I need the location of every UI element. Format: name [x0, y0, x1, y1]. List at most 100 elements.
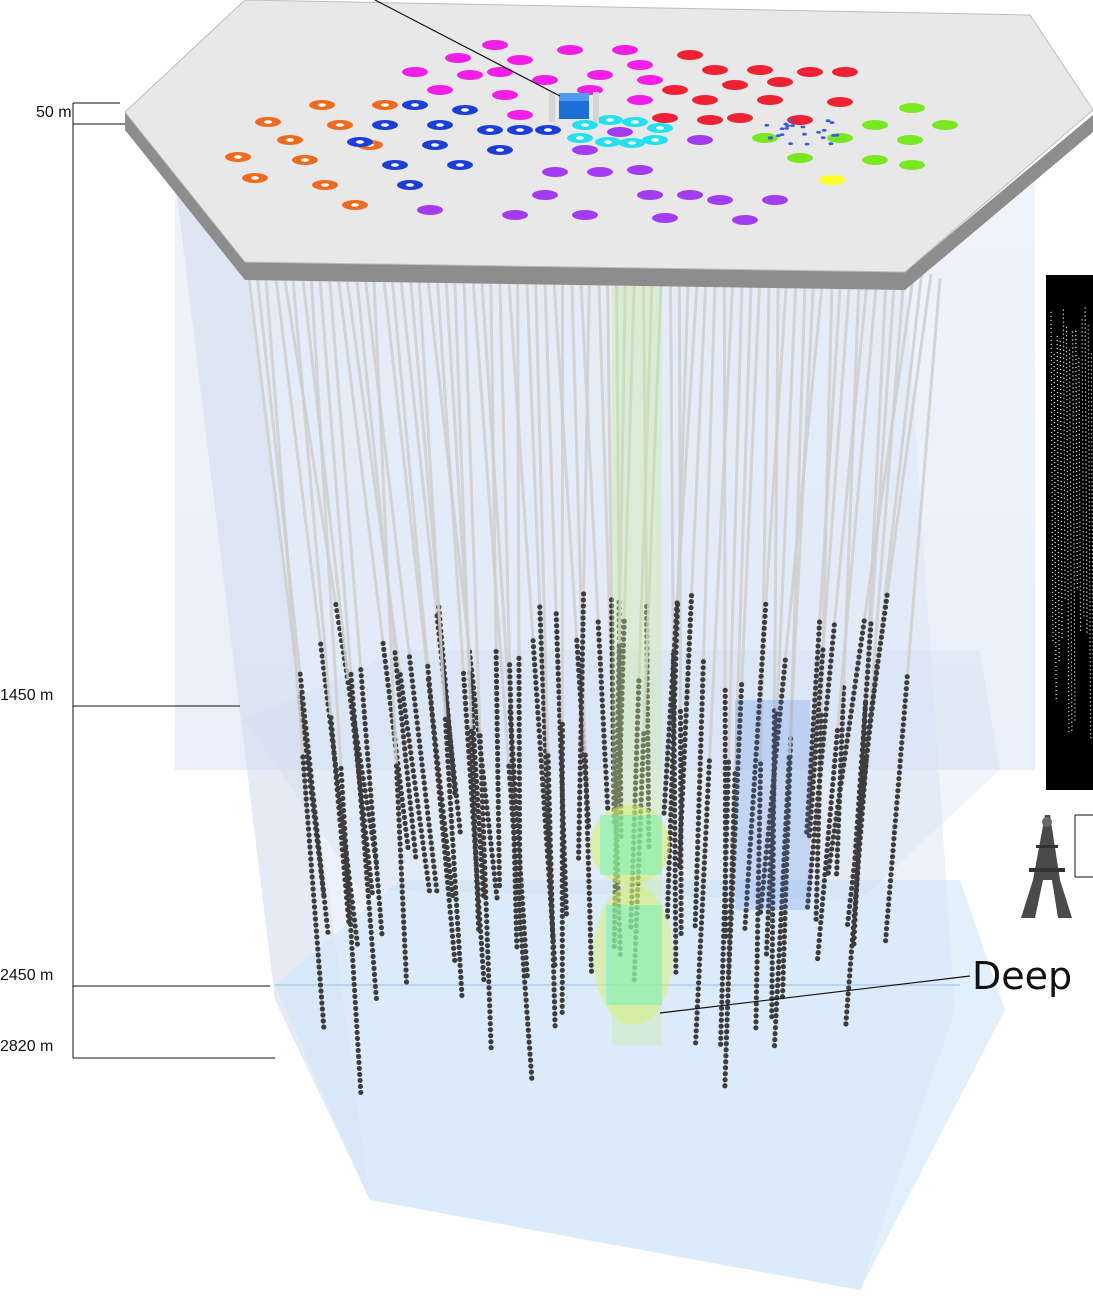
optical-sensor — [516, 667, 522, 673]
optical-sensor — [587, 926, 593, 932]
inset-sensor-dot — [1072, 407, 1074, 409]
inset-sensor-dot — [1053, 425, 1056, 428]
inset-sensor-dot — [1073, 555, 1075, 557]
inset-sensor-dot — [1055, 681, 1057, 684]
inset-sensor-dot — [1076, 486, 1078, 489]
optical-sensor — [408, 812, 415, 818]
optical-sensor — [551, 981, 557, 987]
optical-sensor — [699, 902, 706, 908]
optical-sensor — [305, 743, 311, 749]
inset-sensor-dot — [1089, 569, 1091, 571]
optical-sensor — [417, 822, 424, 828]
optical-sensor — [334, 787, 340, 793]
optical-sensor — [727, 939, 733, 946]
optical-sensor — [308, 773, 314, 779]
inset-sensor-dot — [1072, 379, 1074, 381]
optical-sensor — [731, 855, 737, 862]
optical-sensor — [357, 785, 363, 792]
optical-sensor — [718, 1017, 724, 1023]
inset-sensor-dot — [1090, 737, 1092, 739]
optical-sensor — [722, 747, 728, 753]
optical-sensor — [602, 751, 608, 757]
optical-sensor — [445, 879, 451, 885]
inset-sensor-dot — [1067, 559, 1069, 561]
optical-sensor — [808, 868, 814, 874]
optical-sensor — [767, 861, 774, 867]
inset-sensor-dot — [1051, 491, 1053, 494]
optical-sensor — [810, 779, 816, 785]
optical-sensor — [472, 836, 478, 842]
inset-sensor-dot — [1061, 632, 1063, 635]
inset-sensor-dot — [1067, 595, 1069, 597]
inset-sensor-dot — [1060, 412, 1062, 415]
optical-sensor — [377, 913, 384, 919]
inset-sensor-dot — [1075, 370, 1077, 373]
surface-tank — [532, 190, 558, 200]
optical-sensor — [449, 933, 456, 939]
inset-sensor-dot — [1090, 373, 1093, 375]
optical-sensor — [579, 669, 585, 675]
inset-sensor-dot — [1083, 603, 1085, 605]
optical-sensor — [720, 945, 726, 951]
optical-sensor — [351, 707, 357, 714]
inset-sensor-dot — [1068, 691, 1070, 693]
optical-sensor — [361, 703, 367, 709]
inset-sensor-dot — [1084, 343, 1086, 345]
inset-sensor-dot — [1054, 525, 1056, 528]
inset-sensor-dot — [1079, 573, 1081, 575]
inset-sensor-dot — [1057, 491, 1059, 494]
inset-sensor-dot — [1082, 503, 1084, 505]
inset-sensor-dot — [1082, 579, 1085, 581]
optical-sensor — [381, 646, 387, 652]
optical-sensor — [693, 911, 699, 917]
optical-sensor — [863, 693, 869, 699]
inset-sensor-dot — [1060, 516, 1063, 519]
inset-sensor-dot — [1073, 639, 1076, 641]
optical-sensor — [769, 789, 775, 795]
optical-sensor — [368, 793, 374, 799]
inset-sensor-dot — [1067, 519, 1069, 521]
inset-sensor-dot — [1087, 397, 1090, 399]
string — [883, 277, 942, 944]
surface-tank — [787, 153, 813, 163]
inset-sensor-dot — [1086, 623, 1088, 625]
optical-sensor — [587, 914, 593, 920]
optical-sensor — [324, 917, 330, 923]
inset-sensor-dot — [1067, 583, 1069, 585]
surface-tank — [677, 190, 703, 200]
inset-sensor-dot — [1069, 465, 1071, 467]
surface-tank — [642, 135, 668, 145]
optical-sensor — [701, 860, 708, 866]
optical-sensor — [616, 643, 622, 649]
optical-sensor — [619, 696, 625, 702]
optical-sensor — [756, 821, 763, 827]
optical-sensor — [755, 727, 761, 733]
optical-sensor — [722, 867, 729, 873]
optical-sensor — [678, 894, 684, 901]
optical-sensor — [495, 768, 501, 775]
optical-sensor — [678, 738, 684, 745]
inset-sensor-dot — [1070, 549, 1072, 551]
optical-sensor — [849, 943, 855, 949]
inset-sensor-dot — [1088, 429, 1090, 431]
optical-sensor — [337, 817, 343, 823]
optical-sensor — [552, 1017, 558, 1023]
inset-sensor-dot — [1067, 587, 1069, 589]
inset-sensor-dot — [1073, 539, 1075, 541]
optical-sensor — [692, 917, 699, 923]
optical-sensor — [514, 938, 520, 944]
optical-sensor — [348, 671, 354, 678]
optical-sensor — [698, 719, 705, 725]
inset-sensor-dot — [1057, 547, 1060, 550]
optical-sensor — [812, 749, 819, 755]
inset-sensor-dot — [1059, 392, 1062, 395]
inset-sensor-dot — [1070, 633, 1072, 635]
inset-sensor-dot — [1058, 603, 1060, 606]
inset-sensor-dot — [1089, 725, 1092, 727]
optical-sensor — [832, 822, 838, 828]
optical-sensor — [396, 823, 402, 829]
optical-sensor — [516, 691, 522, 697]
inset-sensor-dot — [1073, 571, 1075, 573]
optical-sensor — [414, 720, 420, 726]
inset-sensor-dot — [1085, 431, 1087, 433]
